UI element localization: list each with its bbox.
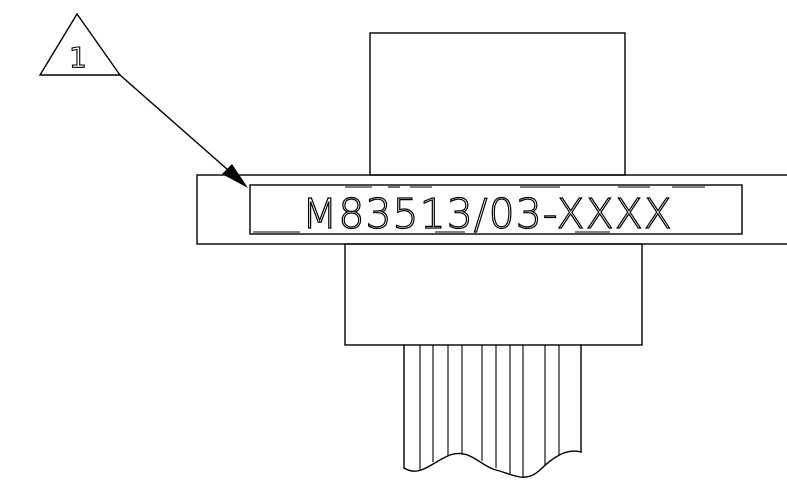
marking-text: M83513/03-XXXX xyxy=(302,190,673,238)
leader-arrow xyxy=(119,74,248,188)
callout-number: 1 xyxy=(69,41,87,74)
wire-bundle xyxy=(403,344,582,478)
marking-text-guides xyxy=(253,186,705,233)
label-box xyxy=(249,184,743,235)
callout-triangle xyxy=(38,12,122,76)
connector-upper-body xyxy=(369,32,626,176)
callout-1: 1 xyxy=(38,12,122,76)
connector-lower-body xyxy=(344,243,643,346)
wire-break-line xyxy=(403,450,582,478)
